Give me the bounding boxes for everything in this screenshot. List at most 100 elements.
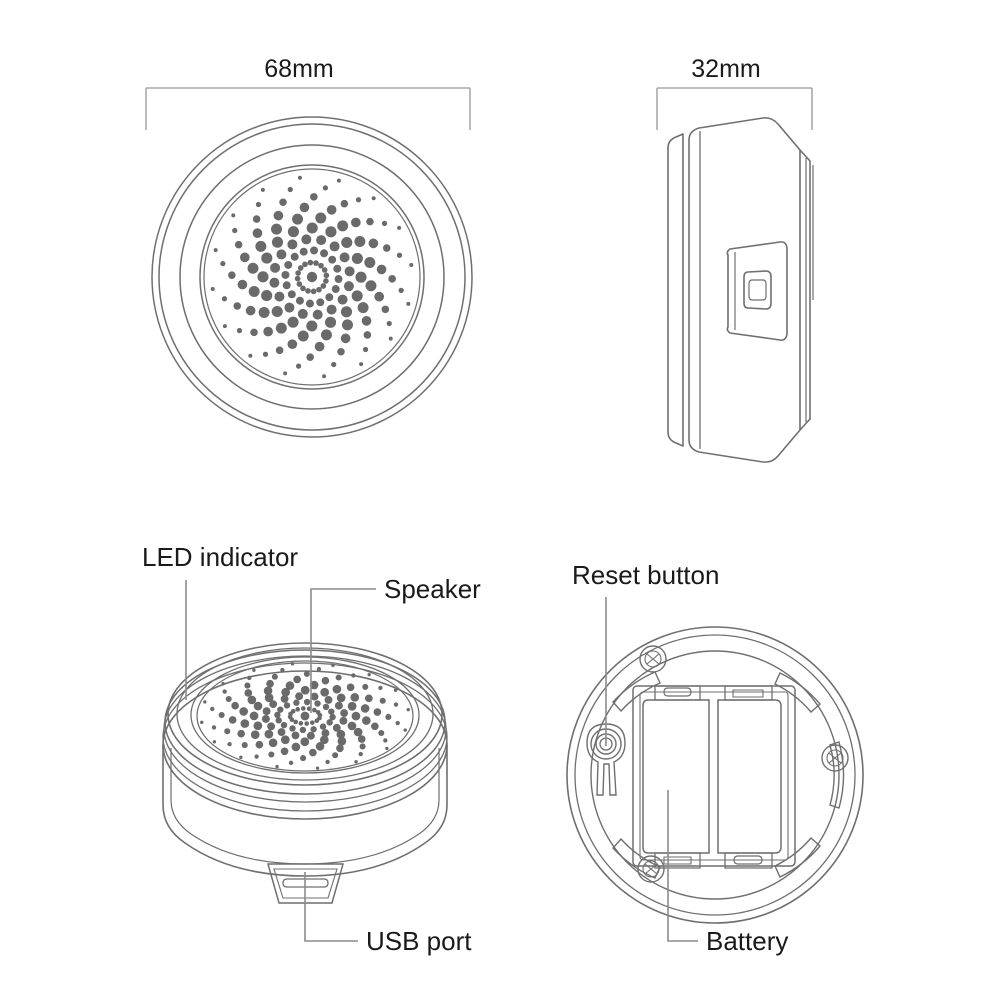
persp-top-face <box>167 642 443 786</box>
grille-dot <box>275 764 279 769</box>
grille-dot <box>385 746 389 751</box>
screw-bottom-cross <box>644 863 658 875</box>
grille-dot <box>240 719 250 728</box>
grille-dot <box>325 759 330 765</box>
grille-dot <box>261 715 270 723</box>
grille-dot <box>295 692 304 701</box>
grille-dot <box>406 301 411 306</box>
grille-dot <box>361 316 372 326</box>
grille-dot <box>225 695 232 703</box>
persp-usb-boss <box>267 863 344 904</box>
grille-dot <box>355 271 367 283</box>
bottom-view <box>566 626 864 924</box>
grille-dot <box>371 196 376 201</box>
grille-dot <box>222 689 227 694</box>
grille-dot <box>280 721 288 729</box>
grille-dot <box>316 298 325 307</box>
grille-dot <box>294 275 301 282</box>
battery-bay-frame <box>632 685 796 867</box>
grille-dot <box>250 328 258 337</box>
grille-dot <box>276 249 287 260</box>
grille-dot <box>310 288 317 295</box>
grille-dot <box>254 754 259 759</box>
grille-dot <box>340 306 353 318</box>
grille-dot <box>396 252 403 258</box>
grille-dot <box>331 361 337 368</box>
grille-dot <box>324 695 333 704</box>
grille-dot <box>227 741 232 747</box>
grille-dot <box>221 681 225 686</box>
grille-dot <box>303 670 310 677</box>
grille-dot <box>326 204 337 215</box>
grille-dot <box>263 326 273 337</box>
grille-dot <box>374 291 385 302</box>
grille-dot <box>309 720 315 725</box>
grille-dot <box>271 223 283 235</box>
grille-dot <box>280 735 290 745</box>
grille-dot <box>347 701 357 711</box>
grille-dot <box>228 716 237 724</box>
grille-dot <box>266 679 274 688</box>
grille-dot <box>295 270 301 276</box>
side-back-shell <box>667 133 684 447</box>
grille-dot <box>293 675 301 684</box>
grille-dot <box>340 199 349 208</box>
top-outer-edge <box>151 116 473 438</box>
grille-dot <box>248 285 260 297</box>
grille-dot <box>332 723 341 732</box>
grille-dot <box>261 290 273 302</box>
grille-dot <box>239 755 243 760</box>
grille-dot <box>284 302 295 313</box>
grille-dot <box>337 220 349 232</box>
grille-dot <box>244 689 253 697</box>
grille-dot <box>258 307 270 318</box>
battery-2-body <box>717 699 782 854</box>
grille-dot <box>267 722 276 731</box>
grille-dot <box>247 262 259 274</box>
battery-2-spring-top <box>732 689 764 698</box>
screw-top <box>639 645 667 673</box>
grille-dot <box>358 751 363 757</box>
grille-dot <box>284 260 293 269</box>
grille-dot <box>322 374 327 379</box>
grille-dot <box>323 272 330 279</box>
grille-dot <box>343 281 354 292</box>
battery-2-terminal-bottom <box>733 855 763 865</box>
grille-dot <box>351 217 361 228</box>
grille-dot <box>210 287 215 292</box>
grille-dot <box>237 279 248 290</box>
reset-button-housing[interactable] <box>586 723 626 796</box>
grille-dot <box>310 726 317 733</box>
grille-dot <box>321 676 330 685</box>
grille-dot <box>306 320 318 332</box>
grille-dot <box>395 720 400 726</box>
persp-led-ring-outer <box>176 647 434 781</box>
grille-dot <box>299 202 310 213</box>
grille-dot <box>317 712 323 718</box>
bottom-outer-edge <box>566 626 864 924</box>
grille-dot <box>336 178 341 183</box>
grille-dot <box>325 226 337 238</box>
grille-dot <box>264 729 274 739</box>
screw-right <box>821 744 849 772</box>
grille-dot <box>220 260 226 267</box>
grille-dot <box>293 719 298 725</box>
grille-dot <box>305 288 311 294</box>
grille-dot <box>301 234 312 245</box>
grille-dot <box>336 693 346 703</box>
grille-dot <box>210 706 215 712</box>
grille-dot <box>300 685 310 695</box>
screw-right-inner <box>826 749 844 767</box>
grille-dot <box>247 675 252 681</box>
grille-dot <box>281 687 291 697</box>
grille-dot <box>300 737 310 747</box>
grille-dot <box>255 201 262 208</box>
width-dimension-label: 68mm <box>264 55 333 83</box>
grille-dot <box>383 738 388 743</box>
grille-dot <box>365 280 377 292</box>
grille-dot <box>273 210 284 221</box>
grille-dot <box>335 674 342 681</box>
grille-dot <box>271 236 284 248</box>
top-grille-ring-inner <box>203 168 421 386</box>
grille-dot <box>239 707 248 716</box>
